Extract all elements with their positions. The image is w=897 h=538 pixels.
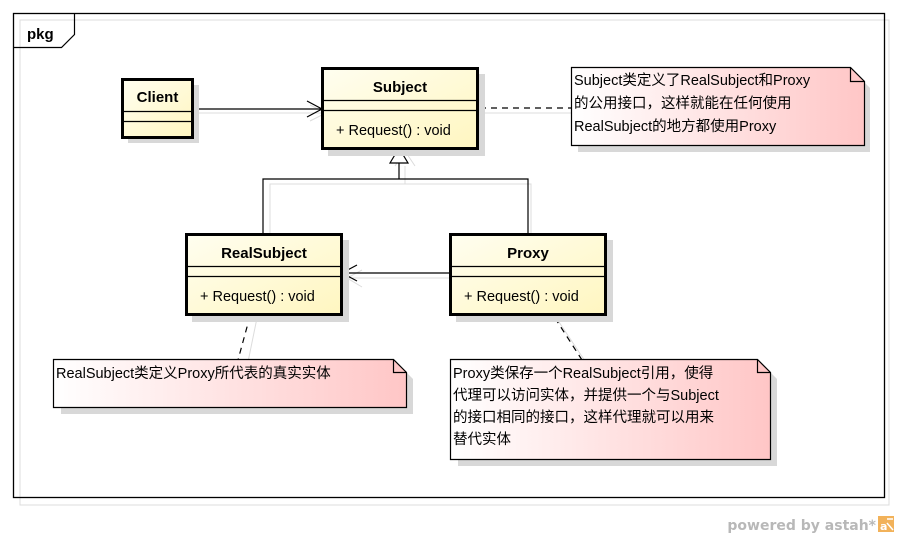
- note-subject[interactable]: Subject类定义了RealSubject和Proxy 的公用接口，这样就能在…: [570, 66, 871, 153]
- class-name: Proxy: [507, 245, 549, 262]
- class-box: [185, 233, 343, 316]
- note-anchor-proxy: [554, 317, 588, 365]
- class-subject[interactable]: Subject + Request() : void: [321, 67, 486, 157]
- relationships: [193, 100, 588, 365]
- generalization-to-subject[interactable]: [262, 146, 532, 236]
- package-label: pkg: [27, 26, 54, 43]
- note-line: 代理可以访问实体，并提供一个与Subject: [453, 387, 719, 404]
- class-proxy[interactable]: Proxy + Request() : void: [449, 233, 614, 323]
- note-line: 替代实体: [453, 431, 511, 448]
- class-name: Subject: [373, 79, 427, 96]
- note-anchor-realsubject: [237, 315, 258, 363]
- package-tab: [13, 13, 76, 49]
- package-frame: pkg: [12, 12, 890, 506]
- package-frame-shadow: [19, 19, 890, 506]
- class-operation: + Request() : void: [336, 123, 451, 139]
- package-frame-border: [12, 12, 886, 499]
- class-operation: + Request() : void: [200, 289, 315, 305]
- note-fold-icon: [849, 67, 865, 83]
- association-client-subject[interactable]: [193, 100, 328, 122]
- note-box: [52, 358, 408, 409]
- note-line: 的公用接口，这样就能在任何使用: [574, 95, 792, 112]
- class-client[interactable]: Client: [121, 78, 200, 144]
- watermark-text: powered by astah*: [727, 518, 876, 534]
- class-realsubject[interactable]: RealSubject + Request() : void: [185, 233, 350, 323]
- watermark: powered by astah* a: [727, 516, 894, 534]
- note-line: Subject类定义了RealSubject和Proxy: [574, 72, 811, 89]
- svg-text:a: a: [880, 520, 887, 533]
- note-line: Proxy类保存一个RealSubject引用，使得: [453, 365, 713, 382]
- note-anchor-subject: [480, 107, 572, 114]
- class-name: RealSubject: [221, 245, 307, 262]
- class-box: [121, 78, 194, 139]
- note-proxy[interactable]: Proxy类保存一个RealSubject引用，使得 代理可以访问实体，并提供一…: [449, 358, 778, 467]
- association-proxy-realsubject[interactable]: [340, 264, 458, 288]
- note-realsubject[interactable]: RealSubject类定义Proxy所代表的真实实体: [52, 358, 414, 415]
- note-box: [449, 358, 772, 461]
- note-box: [570, 66, 866, 147]
- note-fold-icon: [392, 359, 407, 374]
- note-line: 的接口相同的接口，这样代理就可以用来: [453, 409, 714, 426]
- astah-logo-icon: a: [878, 516, 894, 533]
- note-fold-icon: [756, 359, 771, 374]
- class-box: [321, 67, 479, 150]
- class-name: Client: [137, 89, 179, 106]
- note-line: RealSubject类定义Proxy所代表的真实实体: [56, 364, 331, 382]
- class-box: [449, 233, 607, 316]
- class-operation: + Request() : void: [464, 289, 579, 305]
- note-line: RealSubject的地方都使用Proxy: [574, 118, 777, 135]
